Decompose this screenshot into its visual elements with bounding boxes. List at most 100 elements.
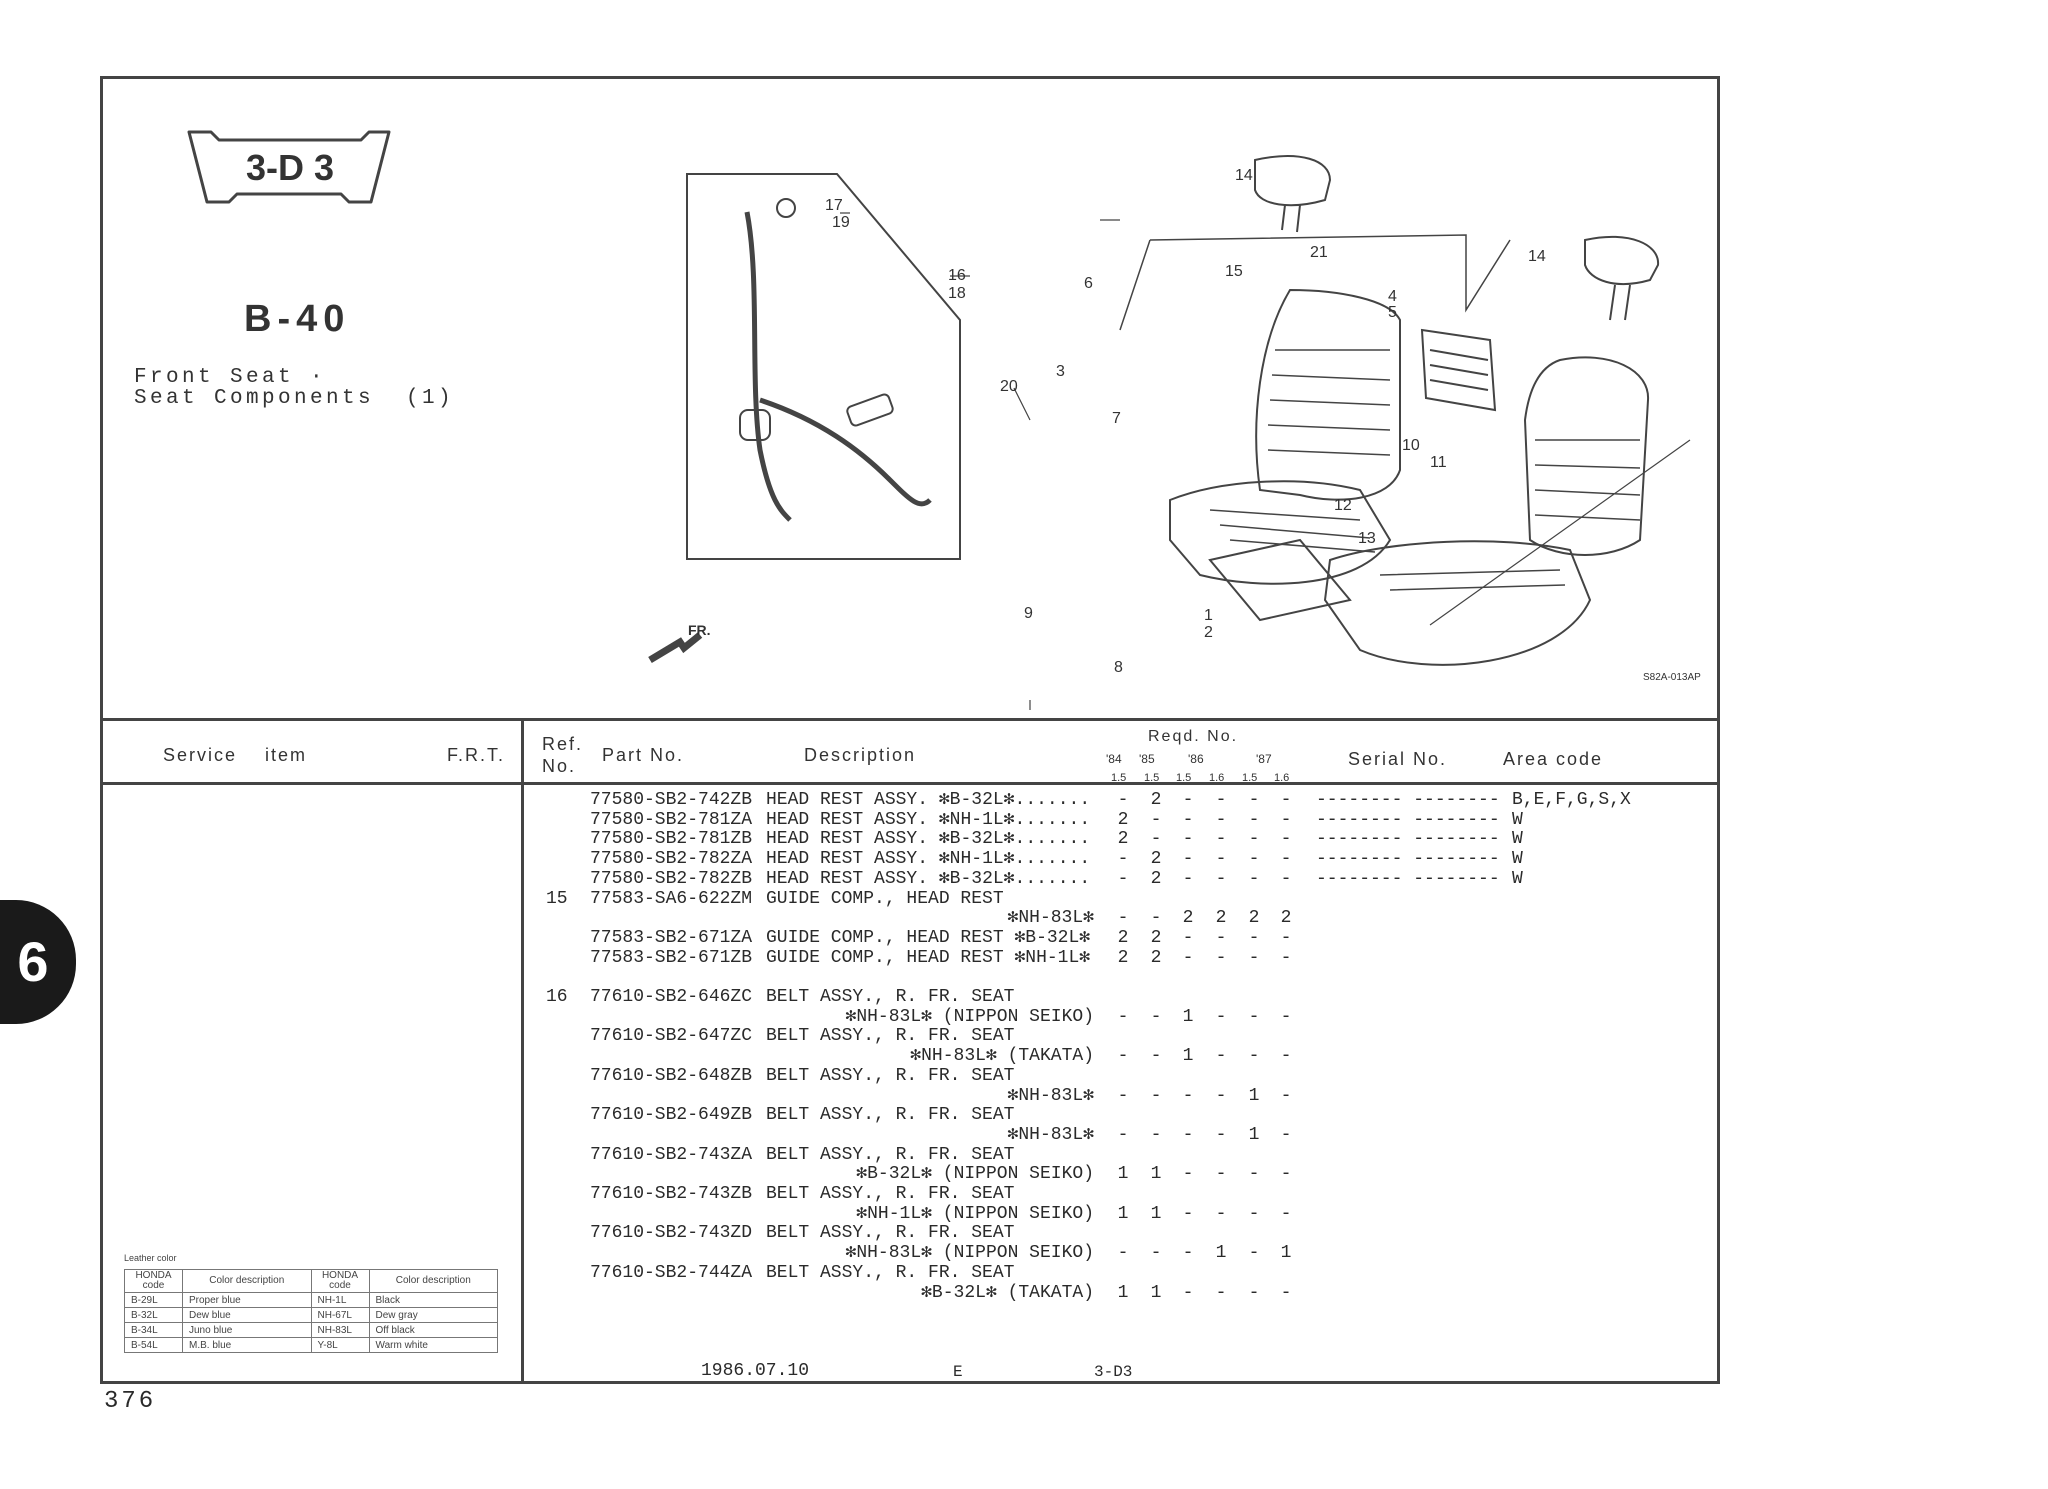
reqd-qty: -	[1280, 1164, 1292, 1185]
header-year-86: '86	[1188, 752, 1204, 766]
leather-color-label: Leather color	[124, 1253, 177, 1263]
parts-diagram: 14 17 19 16 18 21 15 6 14 4 5 3 20 7 10 …	[648, 155, 1701, 710]
front-arrow-icon	[648, 632, 703, 664]
reqd-qty: -	[1117, 1124, 1129, 1145]
description: BELT ASSY., R. FR. SEAT	[766, 987, 1015, 1007]
seatbelt-box	[686, 173, 961, 560]
description: HEAD REST ASSY. ✻B-32L✻.......	[766, 829, 1091, 850]
reqd-qty: -	[1150, 1046, 1162, 1067]
callout-6: 6	[1084, 275, 1093, 292]
serial-no: -------- --------	[1316, 809, 1500, 830]
honda-code: B-34L	[124, 1322, 183, 1338]
part-no: 77610-SB2-743ZB	[590, 1184, 753, 1204]
color-description: Off black	[368, 1322, 498, 1338]
part-no: 77580-SB2-782ZA	[590, 849, 753, 870]
reqd-qty: 2	[1150, 790, 1162, 810]
reqd-qty: -	[1182, 1282, 1194, 1303]
header-frt: F.R.T.	[447, 745, 506, 765]
reqd-qty: -	[1215, 790, 1227, 810]
reqd-qty: -	[1182, 849, 1194, 870]
honda-code: NH-83L	[310, 1322, 370, 1338]
reqd-qty: -	[1182, 1203, 1194, 1224]
header-no: No.	[542, 756, 577, 776]
description-cont: ✻B-32L✻ (TAKATA)	[921, 1282, 1094, 1303]
part-no: 77580-SB2-742ZB	[590, 790, 753, 810]
reqd-qty: -	[1280, 790, 1292, 810]
reqd-qty: -	[1280, 1085, 1292, 1106]
table-row: ✻NH-83L✻ (TAKATA)--1---	[0, 1046, 2048, 1066]
color-description: Black	[368, 1292, 498, 1308]
reqd-qty: -	[1280, 947, 1292, 968]
reqd-qty: -	[1182, 947, 1194, 968]
header-serial-no: Serial No.	[1348, 749, 1448, 769]
reqd-qty: -	[1215, 1046, 1227, 1067]
reqd-qty: -	[1182, 927, 1194, 948]
reqd-qty: 2	[1150, 927, 1162, 948]
reqd-qty: -	[1248, 1164, 1260, 1185]
header-displacement: 1.5	[1176, 772, 1192, 784]
color-description: Dew blue	[182, 1307, 312, 1323]
header-displacement: 1.6	[1209, 772, 1225, 784]
header-year-87: '87	[1256, 752, 1272, 766]
reqd-qty: 1	[1280, 1243, 1292, 1264]
diagram-divider	[100, 718, 1720, 721]
area-code: W	[1512, 829, 1523, 850]
color-description: Warm white	[368, 1337, 498, 1353]
reqd-qty: 2	[1117, 947, 1129, 968]
header-displacement: 1.5	[1144, 772, 1160, 784]
seat-cushion-left	[1169, 480, 1392, 585]
description: GUIDE COMP., HEAD REST	[766, 888, 1004, 909]
callout-12: 12	[1334, 497, 1352, 514]
header-year-84: '84	[1106, 752, 1122, 766]
description-cont: ✻NH-83L✻ (NIPPON SEIKO)	[845, 1243, 1094, 1264]
reqd-qty: 2	[1248, 908, 1260, 929]
reqd-qty: -	[1248, 1282, 1260, 1303]
callout-13: 13	[1358, 530, 1376, 547]
callout-14-right: 14	[1528, 248, 1546, 265]
reqd-qty: -	[1248, 1243, 1260, 1264]
group-code: B-40	[244, 298, 351, 340]
reqd-qty: -	[1150, 1243, 1162, 1264]
table-row: ✻NH-83L✻ (NIPPON SEIKO)---1-1	[0, 1243, 2048, 1263]
callout-4: 4	[1388, 288, 1397, 305]
callout-1: 1	[1204, 607, 1213, 624]
reqd-qty: -	[1280, 1282, 1292, 1303]
header-service-item: Service item	[163, 745, 308, 765]
ref-no: 16	[546, 987, 568, 1007]
header-divider	[100, 782, 1720, 785]
header-displacement: 1.5	[1111, 772, 1127, 784]
seat-cushion-right	[1323, 540, 1592, 666]
reqd-qty: 2	[1117, 809, 1129, 830]
footer-date: 1986.07.10	[701, 1361, 810, 1381]
reqd-qty: -	[1117, 790, 1129, 810]
reqd-qty: -	[1248, 809, 1260, 830]
reqd-qty: -	[1117, 908, 1129, 929]
header-part-no: Part No.	[602, 745, 685, 765]
description: BELT ASSY., R. FR. SEAT	[766, 1262, 1015, 1283]
reqd-qty: -	[1215, 849, 1227, 870]
description: GUIDE COMP., HEAD REST ✻NH-1L✻	[766, 947, 1091, 968]
reqd-qty: -	[1150, 908, 1162, 929]
serial-no: -------- --------	[1316, 868, 1500, 889]
color-description: Dew gray	[368, 1307, 498, 1323]
reqd-qty: -	[1248, 927, 1260, 948]
reqd-qty: -	[1215, 947, 1227, 968]
header-area-code: Area code	[1503, 749, 1604, 769]
description: BELT ASSY., R. FR. SEAT	[766, 1026, 1015, 1047]
leather-color-table: HONDA code Color description HONDA code …	[124, 1269, 498, 1353]
reqd-qty: -	[1248, 790, 1260, 810]
reqd-qty: -	[1150, 1124, 1162, 1145]
reqd-qty: -	[1117, 849, 1129, 870]
callout-16: 16	[948, 267, 966, 284]
seat-back-right	[1523, 356, 1650, 556]
callout-7: 7	[1112, 410, 1121, 427]
reqd-qty: 2	[1182, 908, 1194, 929]
reqd-qty: -	[1215, 1085, 1227, 1106]
reqd-qty: 2	[1150, 947, 1162, 968]
